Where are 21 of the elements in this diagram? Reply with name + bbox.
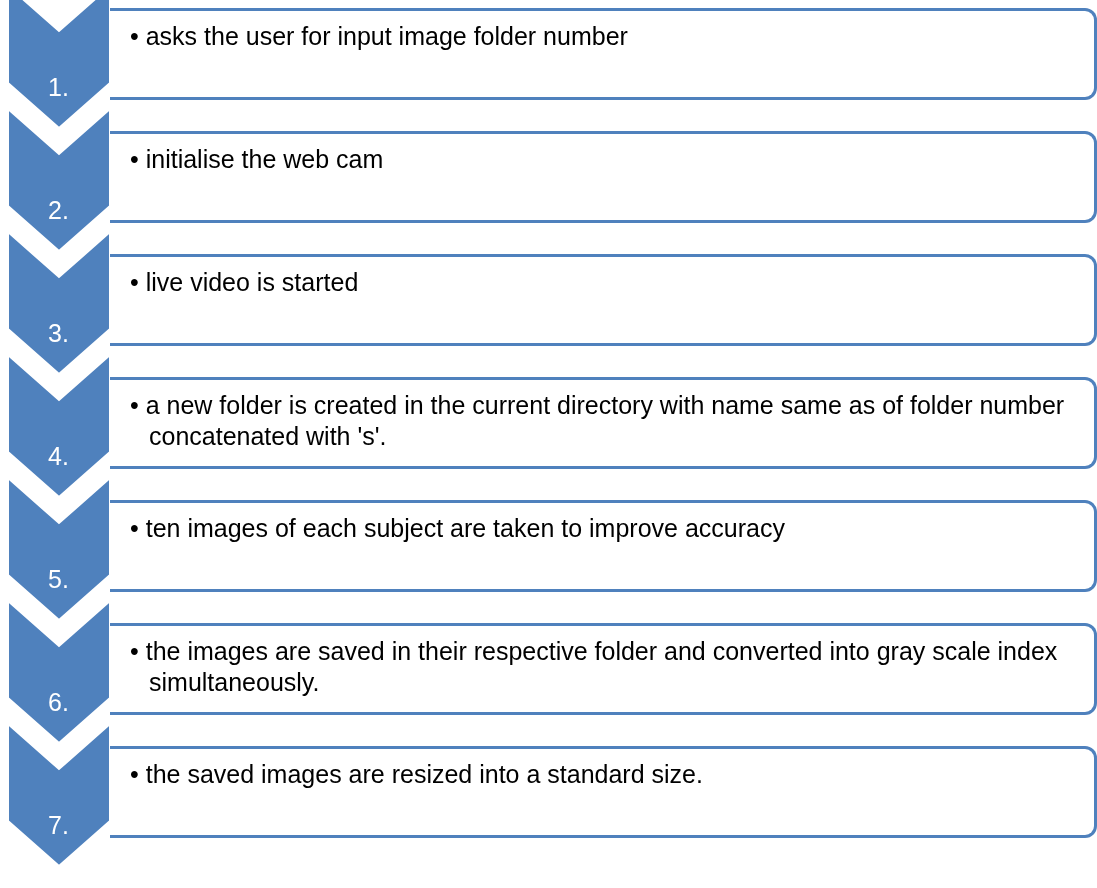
step-number: 1. <box>48 72 69 102</box>
chevron-shape <box>8 601 110 743</box>
step-card: • a new folder is created in the current directory with name same as of folder number concatenated with 's'. <box>110 377 1097 469</box>
step-number: 6. <box>48 687 69 717</box>
step-number: 4. <box>48 441 69 471</box>
step-number: 3. <box>48 318 69 348</box>
chevron-shape <box>8 724 110 866</box>
step-card: • the saved images are resized into a standard size. <box>110 746 1097 838</box>
chevron-shape <box>8 0 110 128</box>
step-card: • live video is started <box>110 254 1097 346</box>
step-card: • initialise the web cam <box>110 131 1097 223</box>
chevron-shape <box>8 355 110 497</box>
step-card: • the images are saved in their respective folder and converted into gray scale index simultaneously. <box>110 623 1097 715</box>
chevron-shape <box>8 109 110 251</box>
step-number: 2. <box>48 195 69 225</box>
chevron-shape <box>8 478 110 620</box>
step-card: • ten images of each subject are taken to improve accuracy <box>110 500 1097 592</box>
step-number: 7. <box>48 810 69 840</box>
step-card: • asks the user for input image folder number <box>110 8 1097 100</box>
chevron-shape <box>8 232 110 374</box>
step-number: 5. <box>48 564 69 594</box>
